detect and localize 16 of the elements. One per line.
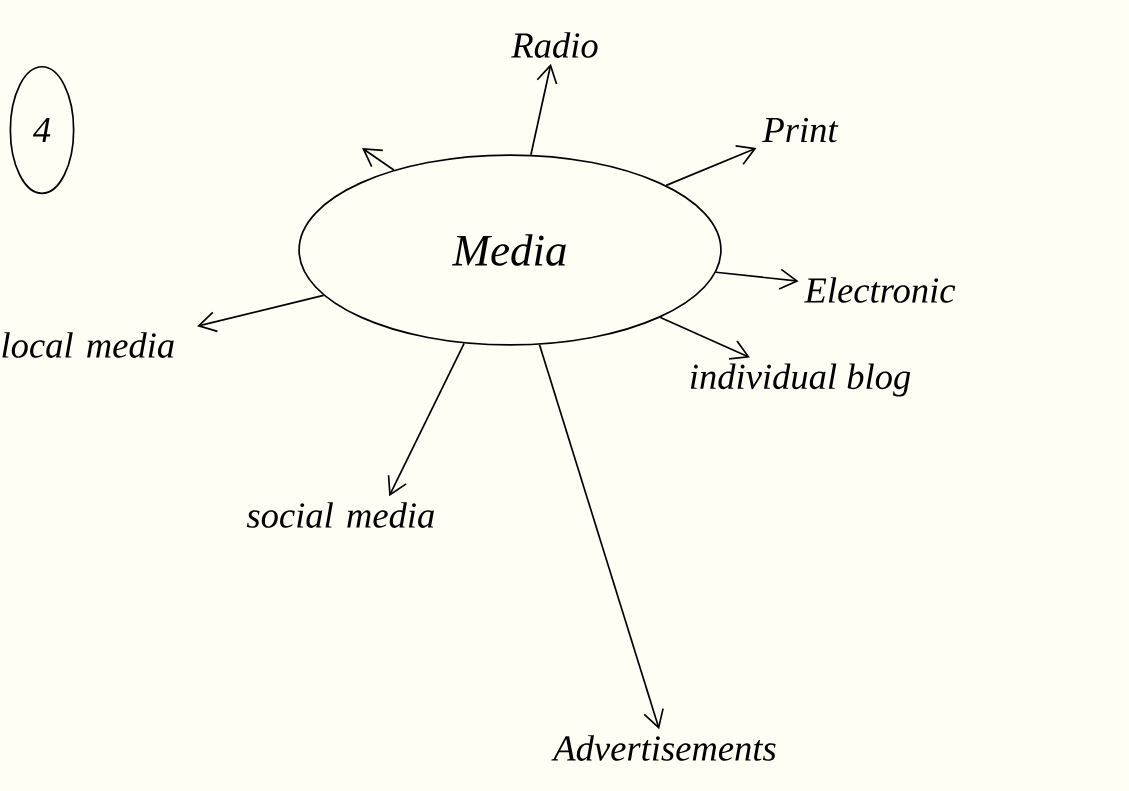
circled-number: 4 — [9, 65, 75, 195]
branch-label: Electronic — [804, 277, 956, 303]
arrow — [387, 342, 465, 497]
arrow — [659, 316, 750, 360]
arrow — [665, 145, 757, 187]
branch-label: individual blog — [690, 363, 911, 397]
branch-label: Print — [762, 117, 839, 143]
branch-label: social media — [246, 502, 434, 528]
arrow — [530, 63, 558, 156]
branch-label: Radio — [511, 32, 598, 58]
arrow — [362, 148, 395, 171]
branch-label: local media — [2, 332, 174, 358]
arrow — [715, 268, 799, 290]
branch-label: Advertisements — [551, 735, 776, 761]
arrow — [538, 344, 664, 730]
arrow — [197, 294, 325, 333]
